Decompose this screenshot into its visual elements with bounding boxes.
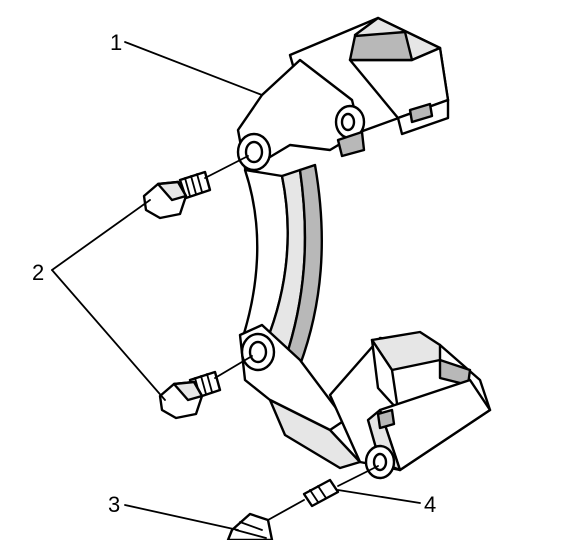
bracket-lower-abutment — [328, 330, 492, 480]
guide-pin — [302, 478, 340, 508]
lower-bracket-bolt — [158, 370, 222, 420]
bracket-upper-ear — [236, 58, 366, 172]
callout-1: 1 — [110, 30, 122, 55]
callout-4: 4 — [424, 492, 436, 517]
callout-3: 3 — [108, 492, 120, 517]
callout-2: 2 — [32, 260, 44, 285]
bracket-lower-ear — [238, 323, 362, 470]
bottom-bolt — [226, 512, 274, 540]
caliper-bracket — [236, 16, 492, 480]
leader-lines — [51, 41, 421, 531]
upper-bracket-bolt — [142, 170, 212, 220]
